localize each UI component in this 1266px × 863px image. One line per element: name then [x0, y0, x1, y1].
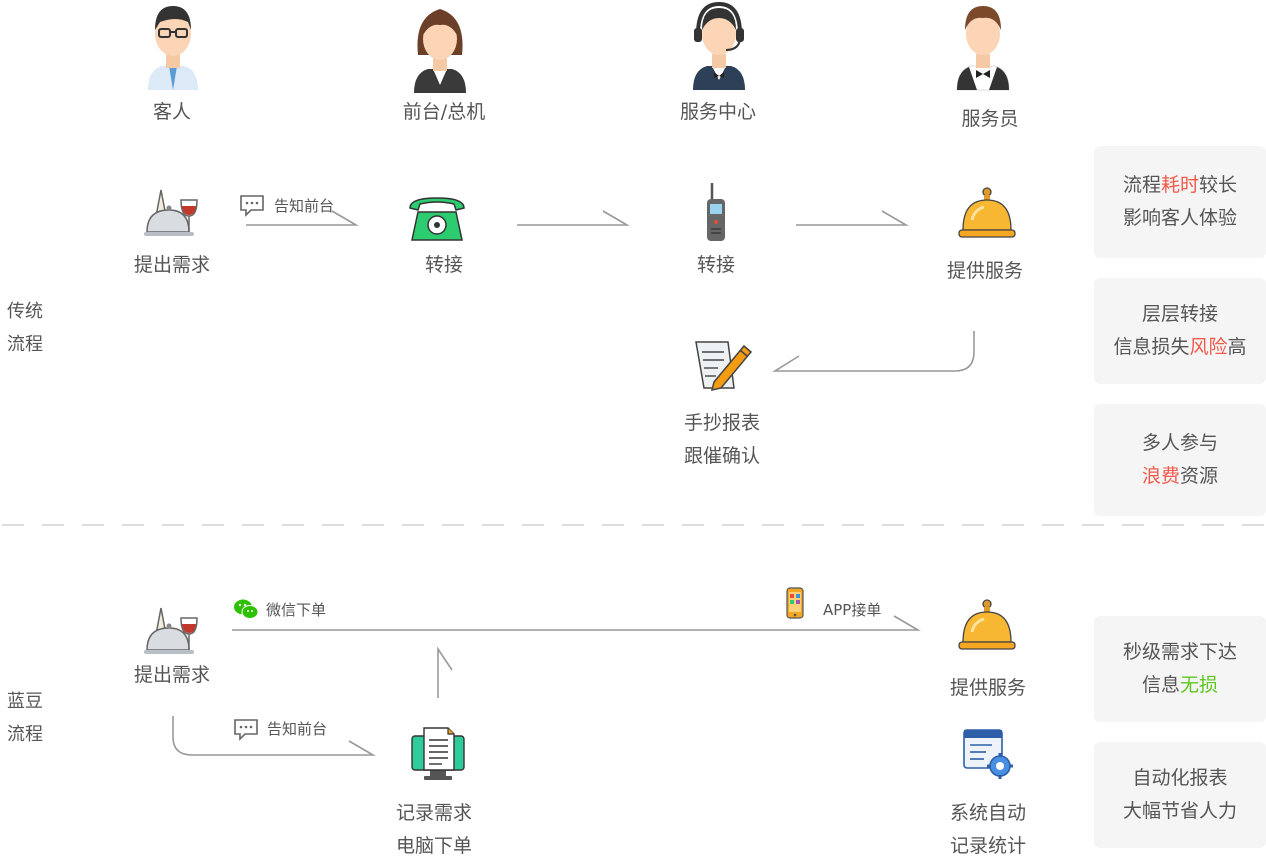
stats-line2: 记录统计: [949, 835, 1026, 857]
issue-resources-line2: 浪费资源: [1141, 465, 1219, 487]
role-waiter: 服务员: [961, 108, 1019, 130]
landou-step-record: 记录需求 电脑下单: [384, 797, 484, 863]
landou-label-line2: 流程: [7, 724, 43, 745]
issue-card-resources: 多人参与 浪费资源: [1094, 404, 1266, 516]
landou-label-line1: 蓝豆: [7, 691, 43, 712]
traditional-label-line1: 传统: [7, 301, 43, 322]
role-front-desk: 前台/总机: [402, 101, 486, 123]
benefit-card-automation: 自动化报表 大幅节省人力: [1094, 742, 1266, 848]
issue-time-line1: 流程耗时较长: [1122, 174, 1238, 196]
system-settings-icon: [963, 729, 1013, 779]
role-service-center: 服务中心: [679, 101, 756, 123]
service-bell-icon: [958, 187, 1016, 238]
computer-document-icon: [411, 727, 465, 780]
waiter-avatar-icon: [956, 6, 1010, 91]
manual-report-line1: 手抄报表: [683, 412, 760, 434]
record-line2: 电脑下单: [395, 835, 472, 857]
traditional-step-transfer-2: 转接: [696, 254, 735, 276]
notify-front-desk-label-2: 告知前台: [267, 720, 328, 738]
benefit-speed-line1: 秒级需求下达: [1122, 641, 1237, 663]
stats-line1: 系统自动: [949, 802, 1026, 824]
benefit-automation-line2: 大幅节省人力: [1122, 800, 1237, 822]
issue-resources-line1: 多人参与: [1141, 432, 1218, 454]
receptionist-avatar-icon: [414, 9, 466, 93]
issue-card-risk: 层层转接 信息损失风险高: [1094, 278, 1266, 384]
issue-risk-line1: 层层转接: [1141, 303, 1218, 325]
chat-bubble-icon-2: [234, 719, 258, 741]
issue-risk-line2: 信息损失风险高: [1113, 336, 1247, 358]
walkie-talkie-icon: [707, 183, 725, 241]
handwritten-report-icon: [695, 341, 753, 391]
dining-cloche-icon: [144, 189, 198, 236]
traditional-step-transfer-1: 转接: [424, 254, 463, 276]
issue-card-time: 流程耗时较长 影响客人体验: [1094, 146, 1266, 258]
arrow-waiter-to-manual: [772, 331, 975, 372]
traditional-step-manual: 手抄报表 跟催确认: [672, 407, 772, 473]
issue-time-line2: 影响客人体验: [1122, 207, 1237, 229]
benefit-automation-line1: 自动化报表: [1132, 767, 1228, 789]
arrow-record-up: [437, 646, 453, 698]
role-guest: 客人: [152, 101, 191, 123]
landou-step-stats: 系统自动 记录统计: [938, 797, 1038, 863]
mobile-app-icon: [786, 587, 804, 619]
app-order-label: APP接单: [823, 601, 882, 619]
chat-bubble-icon: [240, 195, 264, 217]
benefit-card-speed: 秒级需求下达 信息无损: [1094, 616, 1266, 722]
landou-flow-label: 蓝豆 流程: [7, 685, 43, 751]
wechat-icon: [234, 599, 259, 619]
telephone-icon: [409, 197, 465, 241]
manual-report-line2: 跟催确认: [683, 445, 760, 467]
landou-step-request: 提出需求: [133, 664, 210, 686]
service-center-avatar-icon: [693, 1, 745, 90]
arrow-request-to-record: [172, 716, 376, 756]
traditional-label-line2: 流程: [7, 334, 43, 355]
traditional-step-request: 提出需求: [133, 254, 210, 276]
traditional-step-serve: 提供服务: [946, 260, 1023, 282]
benefit-speed-line2: 信息无损: [1141, 674, 1219, 696]
arrow-front-to-center: [517, 210, 630, 226]
arrow-request-to-front: [246, 210, 359, 226]
notify-front-desk-label: 告知前台: [274, 197, 335, 215]
service-bell-icon-2: [958, 599, 1016, 650]
wechat-order-label: 微信下单: [266, 601, 327, 619]
guest-avatar-icon: [148, 6, 198, 90]
dining-cloche-icon-2: [144, 607, 198, 654]
record-line1: 记录需求: [395, 802, 472, 824]
traditional-flow-label: 传统 流程: [7, 295, 43, 361]
arrow-center-to-waiter: [796, 210, 909, 226]
arrow-wechat-to-serve: [232, 615, 921, 631]
landou-step-serve: 提供服务: [949, 677, 1026, 699]
